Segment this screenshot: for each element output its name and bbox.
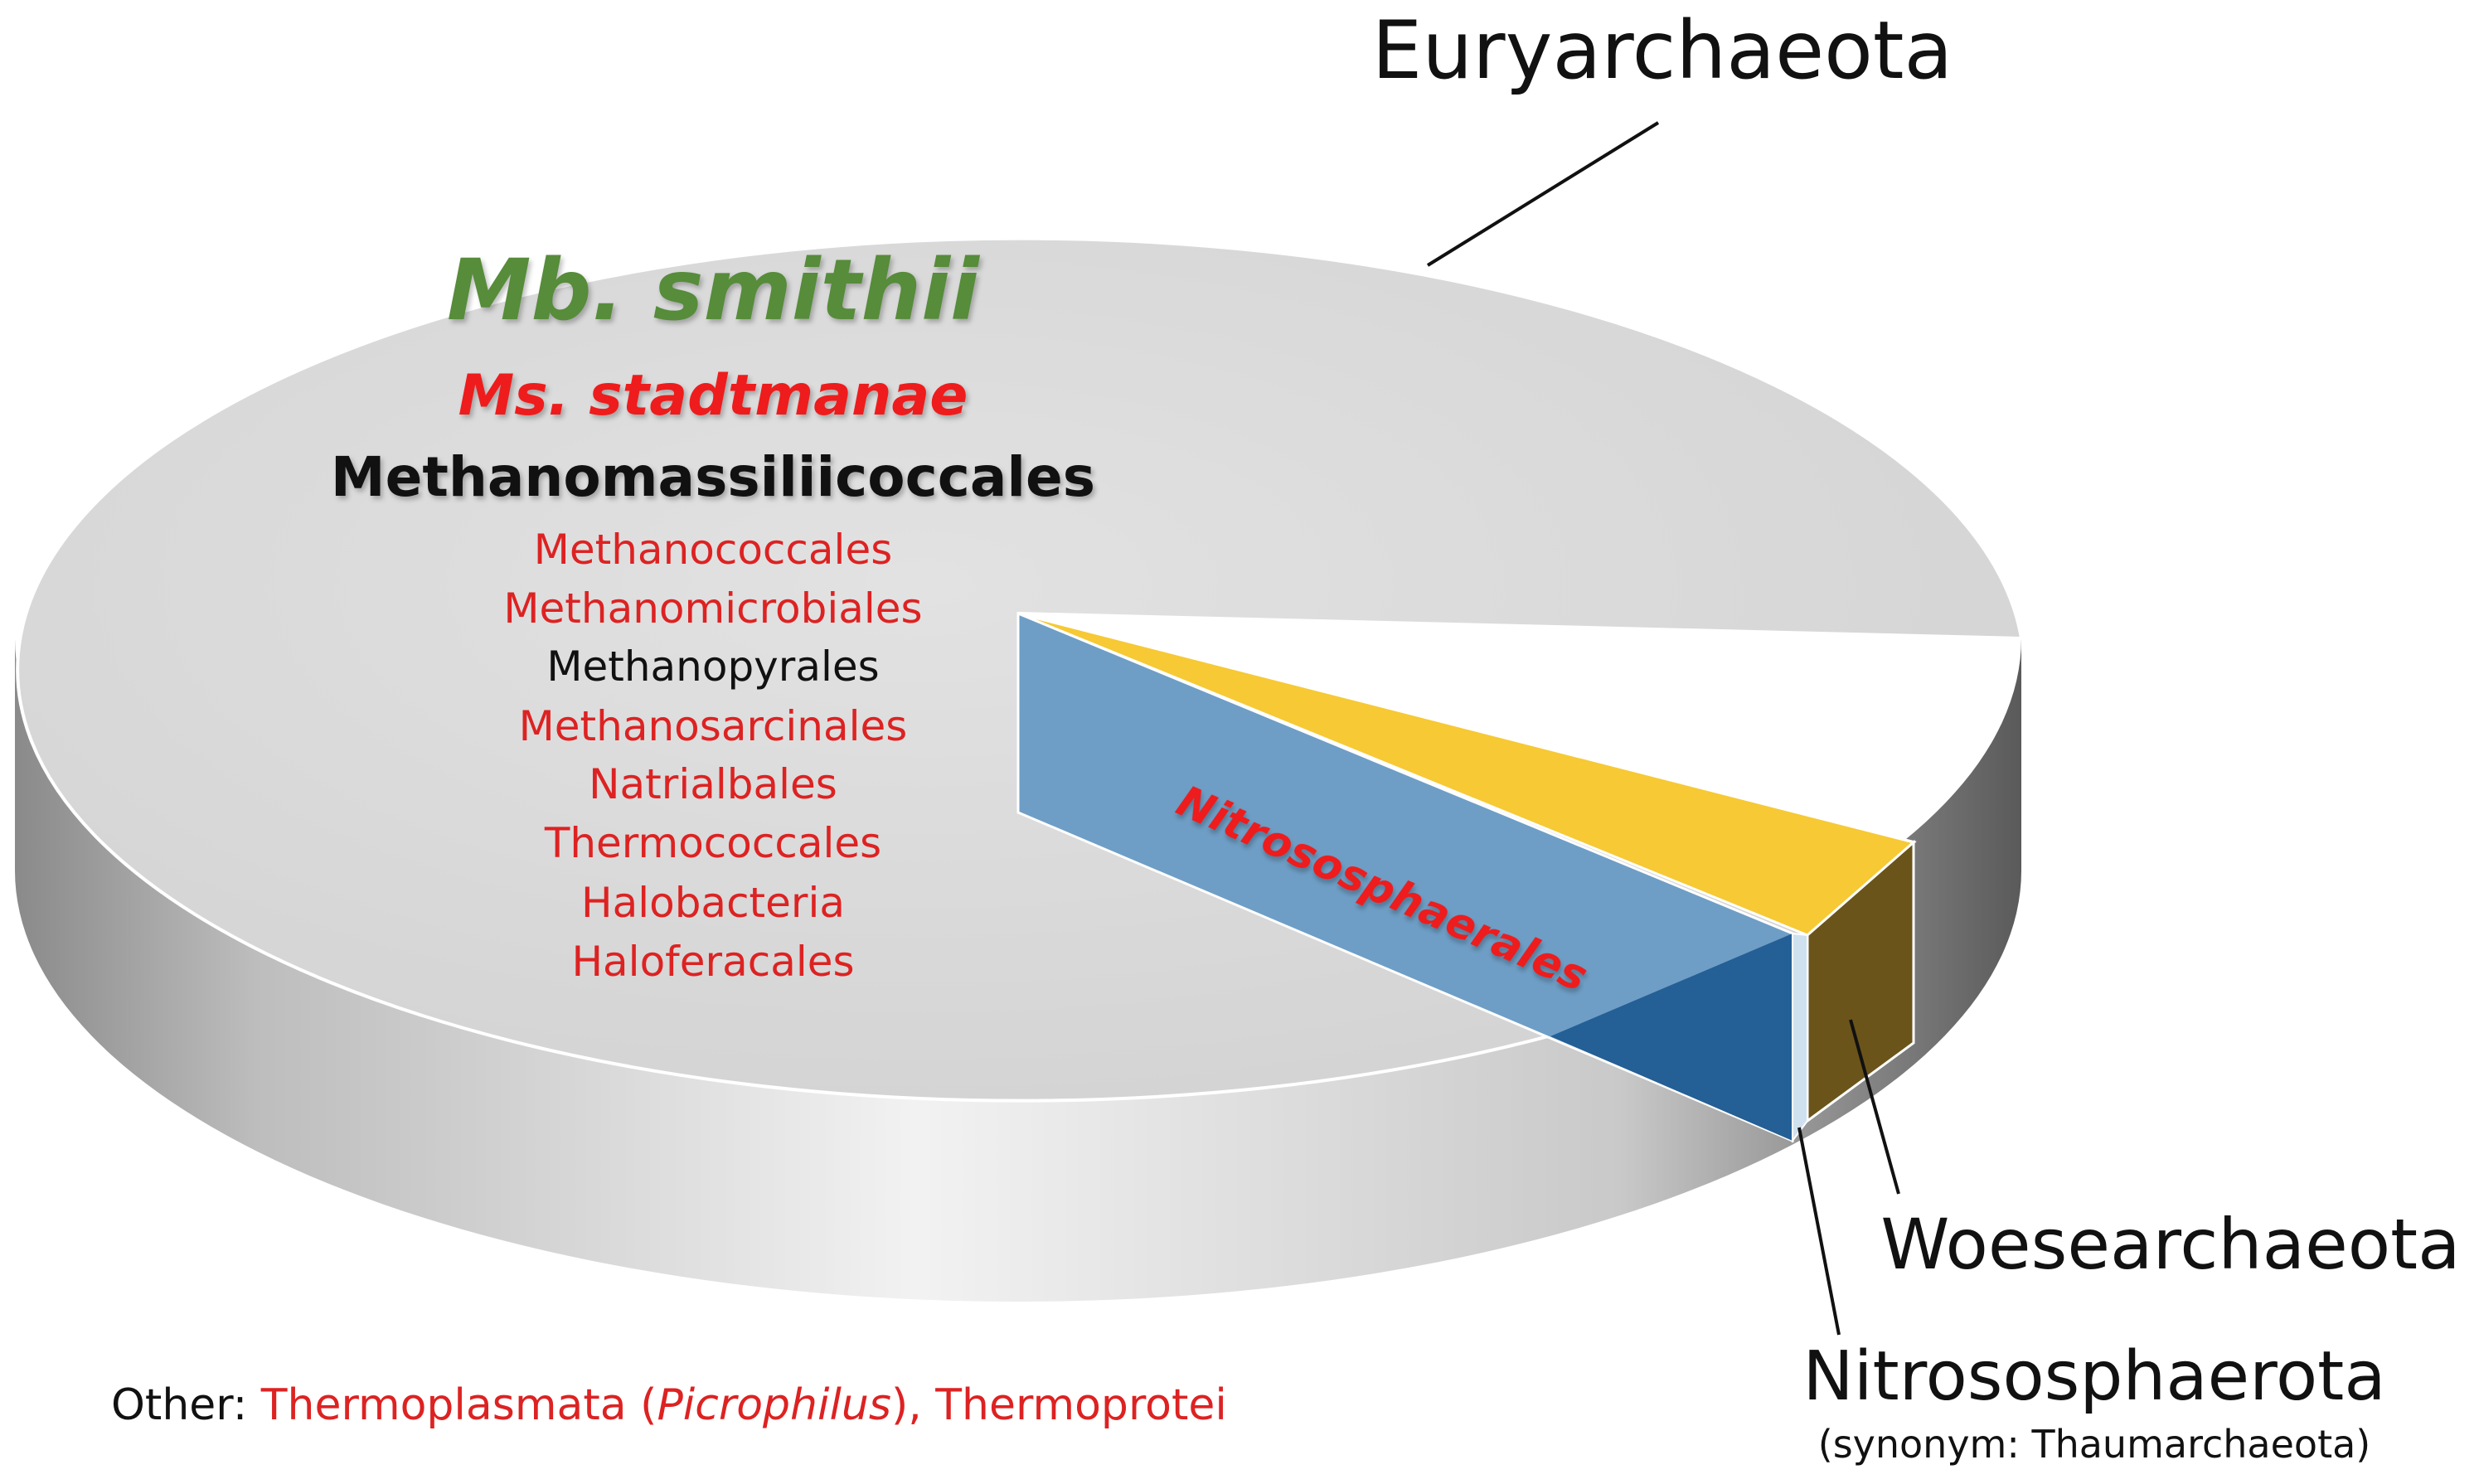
leader-line-nitrososphaerota <box>1797 1127 1841 1336</box>
pie-rim <box>15 638 2021 1302</box>
footnote: Other: Thermoplasmata (Picrophilus), The… <box>111 1380 1227 1430</box>
footnote-italic: Picrophilus <box>657 1380 891 1430</box>
label-nitrososphaerota: Nitrososphaerota <box>1802 1337 2385 1416</box>
footnote-part1: Thermoplasmata ( <box>260 1380 657 1430</box>
member-label: Halobacteria <box>581 879 845 927</box>
leader-line-woesearchaeota <box>1849 1019 1900 1195</box>
wedge-separator <box>1792 932 1808 1143</box>
slice-nitrososphaerota-side <box>1550 934 1793 1141</box>
member-label: Thermococcales <box>544 819 881 867</box>
member-label: Natrialbales <box>589 760 837 808</box>
member-label: Mb. smithii <box>447 241 981 340</box>
member-label: Methanomicrobiales <box>503 584 922 633</box>
member-label: Methanomassiliicoccales <box>331 445 1095 509</box>
label-synonym: (synonym: Thaumarchaeota) <box>1818 1422 2370 1467</box>
label-euryarchaeota: Euryarchaeota <box>1372 4 1953 97</box>
member-label: Methanosarcinales <box>519 702 908 750</box>
footnote-part2: ), Thermoprotei <box>891 1380 1227 1430</box>
leader-line-euryarchaeota <box>1426 121 1660 267</box>
member-label: Haloferacales <box>571 938 854 986</box>
label-woesearchaeota: Woesearchaeota <box>1880 1204 2460 1285</box>
footnote-prefix: Other: <box>111 1380 261 1430</box>
member-label: Methanopyrales <box>546 643 879 691</box>
member-label: Methanococcales <box>534 526 893 574</box>
member-label: Ms. stadtmanae <box>458 363 968 429</box>
